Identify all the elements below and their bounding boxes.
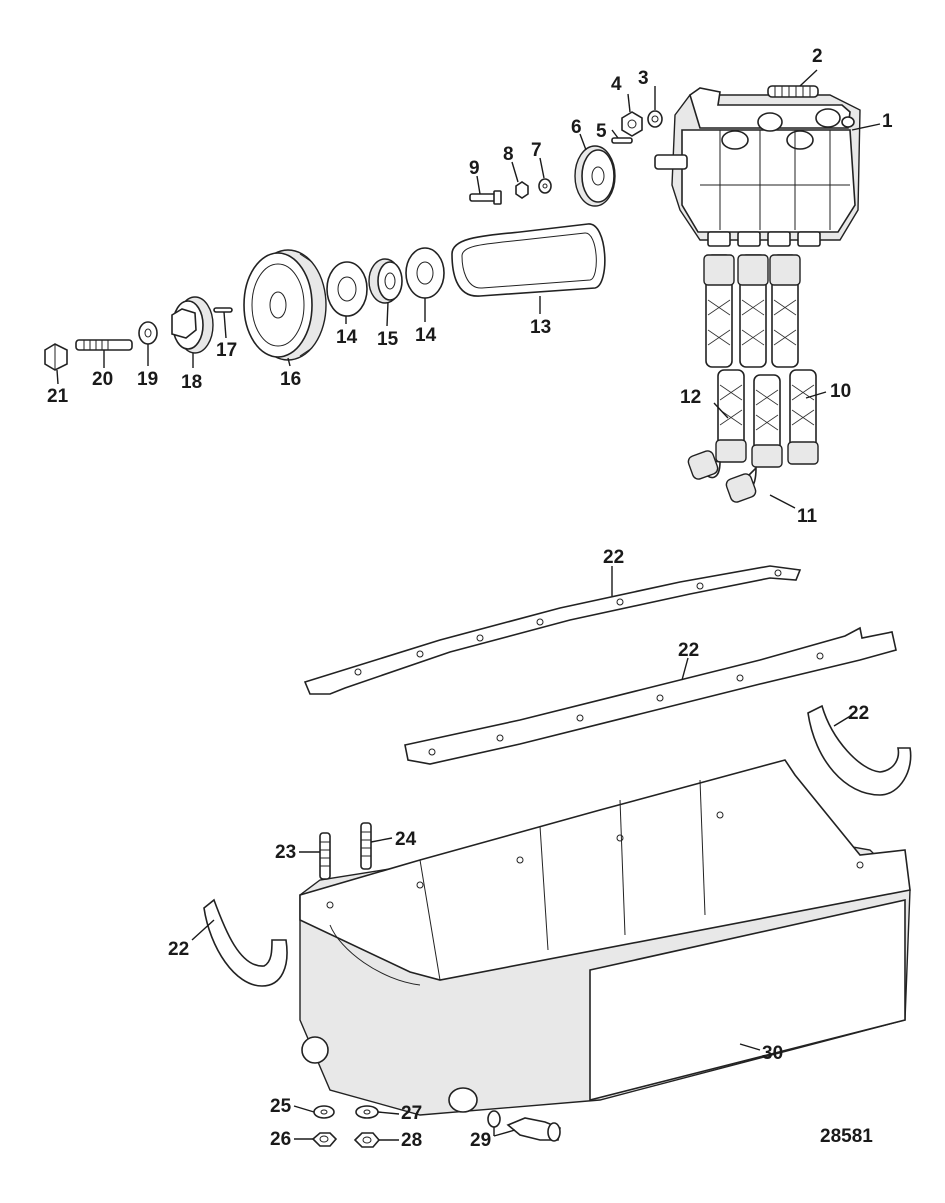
callout-5: 5 [596, 121, 607, 142]
key-5 [611, 137, 633, 144]
callout-14b: 14 [415, 325, 437, 346]
bolt-20 [75, 339, 133, 351]
nut-28 [353, 1132, 381, 1148]
washer-19 [138, 321, 158, 345]
gasket-middle [404, 626, 897, 765]
callout-25: 25 [270, 1096, 292, 1117]
crank-sprocket-15 [368, 258, 403, 304]
damper-pulley-16 [243, 249, 327, 361]
callout-8: 8 [503, 144, 514, 165]
nut-4 [621, 111, 643, 137]
nut-21 [44, 343, 68, 371]
washer-7 [538, 178, 552, 194]
callout-22c: 22 [848, 703, 869, 724]
figure-id: 28581 [820, 1126, 873, 1147]
callout-29: 29 [470, 1130, 491, 1151]
callout-28: 28 [401, 1130, 422, 1151]
callout-13: 13 [530, 317, 551, 338]
callout-30: 30 [762, 1043, 783, 1064]
stud-2 [767, 85, 819, 98]
callout-labels: 1 2 3 4 5 6 7 8 9 10 11 12 13 14 14 15 1… [47, 46, 893, 1151]
bolt-9 [469, 190, 502, 205]
pin-17 [213, 307, 233, 313]
front-seal-22 [203, 898, 288, 987]
thrust-washer-14b [405, 247, 445, 299]
callout-6: 6 [571, 117, 582, 138]
callout-22a: 22 [603, 547, 624, 568]
belt-13 [451, 223, 606, 297]
callout-24: 24 [395, 829, 417, 850]
callout-18: 18 [181, 372, 202, 393]
callout-11: 11 [797, 506, 818, 527]
nut-26 [311, 1132, 338, 1147]
nut-8 [515, 181, 529, 199]
pump-assembly [654, 87, 861, 247]
washer-27 [355, 1105, 379, 1119]
leader-lines [56, 69, 881, 1141]
callout-17: 17 [216, 340, 237, 361]
washer-3 [647, 110, 663, 128]
callout-15: 15 [377, 329, 399, 350]
callout-12: 12 [680, 387, 701, 408]
callout-10: 10 [830, 381, 851, 402]
thrust-washer-14a [326, 261, 368, 317]
hose-set [687, 254, 819, 503]
callout-22b: 22 [678, 640, 699, 661]
oil-pan-30 [299, 759, 911, 1116]
callout-1: 1 [882, 111, 893, 132]
sensor-29 [506, 1117, 561, 1142]
callout-7: 7 [531, 140, 542, 161]
callout-14a: 14 [336, 327, 358, 348]
hub-18 [171, 296, 214, 354]
callout-16: 16 [280, 369, 301, 390]
stud-24 [360, 822, 372, 870]
sprocket-6 [574, 145, 616, 207]
callout-3: 3 [638, 68, 649, 89]
stud-23 [319, 832, 331, 880]
callout-21: 21 [47, 386, 69, 407]
callout-26: 26 [270, 1129, 291, 1150]
gasket-upper [303, 565, 802, 695]
callout-20: 20 [92, 369, 113, 390]
callout-27: 27 [401, 1103, 422, 1124]
callout-2: 2 [812, 46, 823, 67]
washer-25 [313, 1105, 335, 1119]
callout-19: 19 [137, 369, 158, 390]
callout-9: 9 [469, 158, 480, 179]
callout-23: 23 [275, 842, 296, 863]
callout-22d: 22 [168, 939, 189, 960]
o-ring-29 [487, 1110, 501, 1128]
rear-seal-22 [807, 704, 912, 796]
callout-4: 4 [611, 74, 622, 95]
